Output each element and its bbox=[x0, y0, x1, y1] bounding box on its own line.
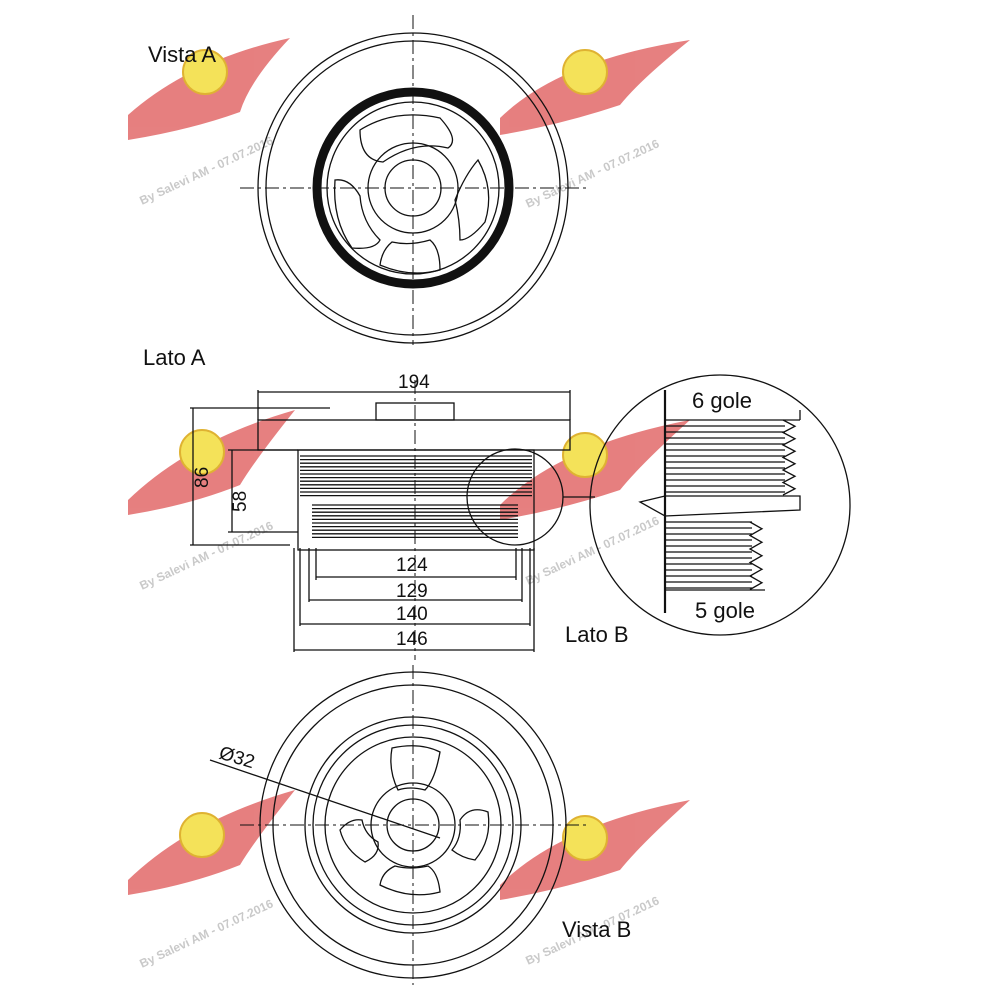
label-5-gole: 5 gole bbox=[695, 598, 755, 623]
dimension-129 bbox=[308, 548, 523, 602]
label-vista-b: Vista B bbox=[562, 917, 631, 942]
dim-d32-label: Ø32 bbox=[217, 743, 257, 774]
watermark-logo bbox=[128, 410, 295, 515]
watermark-text: By Salevi AM - 07.07.2016 bbox=[523, 513, 661, 587]
dimension-86 bbox=[190, 407, 290, 546]
label-vista-a: Vista A bbox=[148, 42, 216, 67]
dim-146-label: 146 bbox=[396, 629, 428, 650]
dimension-140 bbox=[299, 548, 531, 626]
watermark-logo bbox=[128, 38, 290, 140]
label-lato-b: Lato B bbox=[565, 622, 629, 647]
detail-groove-profile bbox=[748, 521, 764, 591]
label-lato-a: Lato A bbox=[143, 345, 206, 370]
dim-124-label: 124 bbox=[396, 555, 428, 576]
dimension-146 bbox=[293, 548, 535, 652]
groove-detail-view bbox=[589, 374, 851, 636]
watermark-text: By Salevi AM - 07.07.2016 bbox=[137, 896, 275, 970]
watermark-text: By Salevi AM - 07.07.2016 bbox=[137, 518, 275, 592]
label-6-gole: 6 gole bbox=[692, 388, 752, 413]
dim-140-label: 140 bbox=[396, 604, 428, 625]
vista-a-view bbox=[240, 15, 590, 345]
dim-86-label: 86 bbox=[192, 467, 213, 488]
watermark-logo bbox=[500, 40, 690, 135]
watermark-logo bbox=[128, 790, 295, 895]
dimension-194 bbox=[257, 390, 571, 420]
watermark-text: By Salevi AM - 07.07.2016 bbox=[523, 136, 661, 210]
detail-groove-profile bbox=[781, 419, 797, 496]
vista-b-view bbox=[209, 665, 590, 985]
dim-129-label: 129 bbox=[396, 581, 428, 602]
dim-58-label: 58 bbox=[230, 491, 251, 512]
dim-194-label: 194 bbox=[398, 372, 430, 393]
dimension-58 bbox=[228, 449, 298, 533]
watermark-text: By Salevi AM - 07.07.2016 bbox=[137, 133, 275, 207]
side-view-section bbox=[257, 380, 595, 660]
watermark-logo bbox=[500, 800, 690, 900]
dimension-124 bbox=[315, 548, 517, 580]
